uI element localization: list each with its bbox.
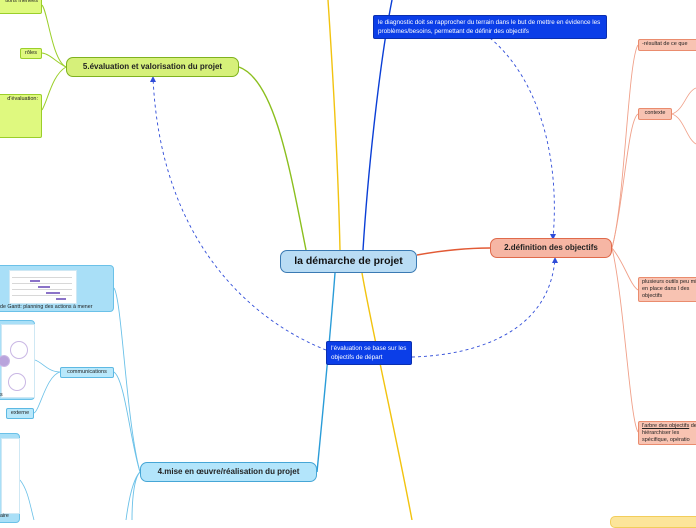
branch-evaluation-valorisation[interactable]: 5.évaluation et valorisation du projet [66, 57, 239, 77]
caption-communication: s [0, 392, 3, 398]
leaf-actions-menees[interactable]: tions menées [0, 0, 42, 14]
gantt-bar [46, 292, 60, 294]
gantt-grid-line [12, 295, 72, 296]
leaf-roles[interactable]: rôles [20, 48, 42, 59]
note-diagnostic[interactable]: le diagnostic doit se rapprocher du terr… [373, 15, 607, 39]
diagram-circle [10, 341, 28, 359]
yellow-branch-node-partial[interactable] [610, 516, 696, 528]
green-sub-1 [41, 4, 67, 68]
green-branch [238, 66, 307, 251]
gantt-image [9, 270, 77, 304]
image-node-communication[interactable] [0, 320, 35, 400]
green-sub-3 [41, 66, 67, 111]
leaf-contexte[interactable]: contexte [638, 108, 672, 120]
yellow-branch-bottom [361, 272, 413, 520]
arrowhead-5 [150, 76, 156, 82]
lb-sub-img3 [19, 479, 35, 520]
note-evaluation[interactable]: l'évaluation se base sur les objectifs d… [326, 341, 412, 365]
lb-sub-comm-ext [33, 371, 61, 414]
branch-mise-en-oeuvre[interactable]: 4.mise en œuvre/réalisation du projet [140, 462, 317, 482]
dashed-link-note1 [489, 37, 555, 239]
caption-document: aire [0, 513, 9, 519]
leaf-resultat[interactable]: -résultat de ce que [638, 39, 696, 51]
gantt-grid-line [12, 277, 72, 278]
gantt-grid-line [12, 289, 72, 290]
gantt-bar [56, 298, 66, 300]
lb-sub-gantt [113, 287, 141, 473]
yellow-branch-top [327, 0, 341, 251]
image-node-document[interactable] [0, 433, 20, 523]
arrowhead-2b [552, 257, 558, 263]
diagram-circle [8, 373, 26, 391]
leaf-communications[interactable]: communications [60, 367, 114, 378]
gantt-bar [30, 280, 40, 282]
salmon-sub-ctx-b [671, 113, 696, 145]
central-topic[interactable]: la démarche de projet [280, 250, 417, 273]
salmon-sub-1 [611, 44, 639, 249]
leaf-evaluation[interactable]: d'évaluation: [0, 94, 42, 138]
leaf-externe[interactable]: externe [6, 408, 34, 419]
caption-gantt: de Gantt: planning des actions à mener [0, 304, 93, 310]
leaf-arbre-link[interactable]: l'arbre des objectifs [642, 423, 690, 429]
salmon-branch [416, 247, 491, 256]
document-image [1, 438, 20, 514]
leaf-arbre-text: de hiérarchiser les spécifique, opératio [642, 423, 696, 443]
salmon-sub-4 [611, 247, 639, 433]
green-sub-2 [41, 52, 67, 68]
dashed-link-note2-to-2 [411, 257, 556, 358]
communication-image [0, 324, 35, 398]
salmon-sub-3 [611, 247, 639, 291]
leaf-outils[interactable]: plusieurs outils peu mis en place dans l… [638, 277, 696, 302]
lb-sub-bottom2 [131, 471, 141, 520]
arrowhead-2a [550, 234, 556, 240]
salmon-sub-ctx-a [671, 87, 696, 115]
dashed-link-note2-to-5 [152, 76, 327, 351]
lb-sub-comm [113, 371, 141, 473]
salmon-sub-2 [611, 113, 639, 249]
gantt-bar [38, 286, 50, 288]
leaf-arbre-objectifs[interactable]: l'arbre des objectifs de hiérarchiser le… [638, 421, 696, 445]
image-node-gantt[interactable] [0, 265, 114, 312]
branch-definition-objectifs[interactable]: 2.définition des objectifs [490, 238, 612, 258]
lb-sub-comm-img [34, 359, 61, 373]
lightblue-branch [316, 272, 336, 473]
diagram-circle [0, 355, 10, 367]
gantt-grid-line [12, 283, 72, 284]
